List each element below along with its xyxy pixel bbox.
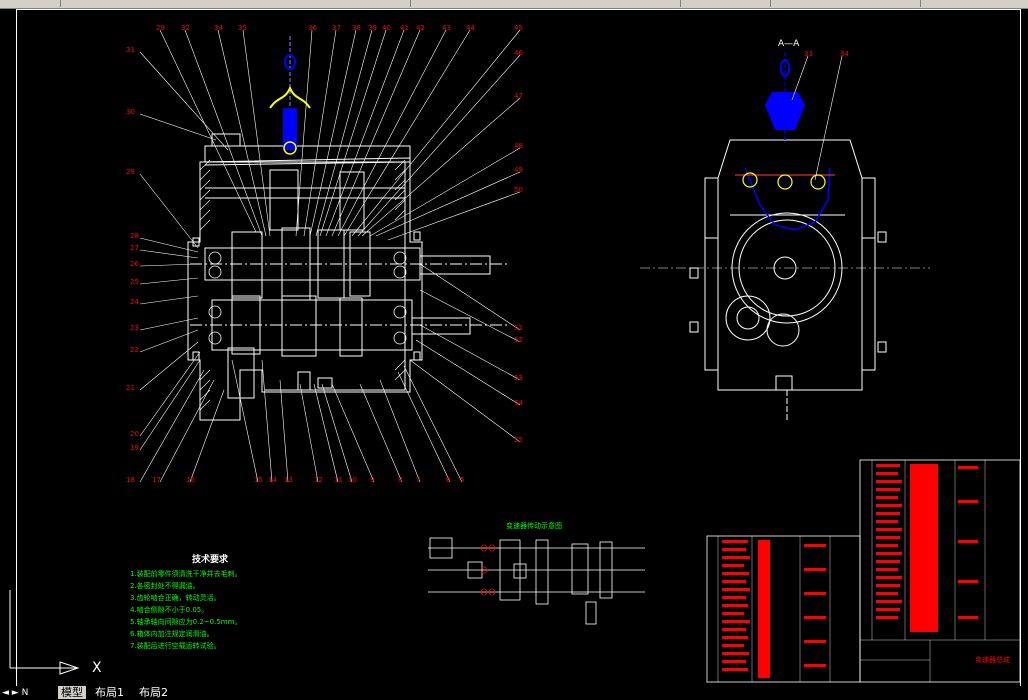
svg-text:43: 43 (442, 24, 451, 32)
tab-nav-arrows[interactable]: ◄ ► N (2, 688, 29, 698)
toolbar-strip[interactable] (0, 0, 1028, 9)
svg-text:47: 47 (514, 92, 523, 100)
part-number: 33 (804, 50, 813, 58)
toolbar-segment[interactable] (0, 0, 61, 7)
svg-text:54: 54 (514, 399, 523, 407)
svg-text:45: 45 (514, 24, 523, 32)
svg-text:50: 50 (514, 186, 523, 194)
svg-text:24: 24 (130, 298, 139, 306)
svg-text:22: 22 (130, 346, 139, 354)
svg-text:32: 32 (181, 24, 190, 32)
part-numbers: 29 32 34 35 36 37 38 39 40 41 42 43 44 45 46 47 48 4… (126, 24, 523, 484)
svg-text:53: 53 (514, 374, 523, 382)
svg-text:41: 41 (400, 24, 409, 32)
svg-text:39: 39 (368, 24, 377, 32)
svg-text:44: 44 (466, 24, 475, 32)
tech-line: 6.箱体内加注规定润滑油。 (130, 629, 214, 638)
svg-text:30: 30 (126, 108, 135, 116)
leader-lines (139, 29, 521, 483)
svg-text:28: 28 (130, 232, 139, 240)
svg-text:14: 14 (268, 476, 277, 484)
transmission-schematic[interactable]: 变速器传动示意图 (428, 521, 645, 625)
toolbar-segment[interactable] (690, 0, 771, 7)
tab-layout2[interactable]: 布局2 (139, 686, 168, 699)
tech-line: 3.齿轮啮合正确，转动灵活。 (130, 593, 221, 602)
svg-text:16: 16 (186, 476, 195, 484)
parts-list-table[interactable]: 变速器总成 (706, 459, 1021, 683)
svg-text:23: 23 (130, 324, 139, 332)
svg-text:29: 29 (156, 24, 165, 32)
svg-text:7: 7 (416, 476, 420, 484)
shift-mechanism: 33 34 (735, 50, 849, 231)
svg-text:15: 15 (254, 476, 263, 484)
svg-text:35: 35 (238, 24, 247, 32)
svg-text:26: 26 (130, 260, 139, 268)
svg-text:20: 20 (130, 430, 139, 438)
tab-layout1[interactable]: 布局1 (95, 686, 124, 699)
svg-text:34: 34 (214, 24, 223, 32)
svg-text:49: 49 (514, 166, 523, 174)
svg-text:19: 19 (130, 444, 139, 452)
technical-requirements[interactable]: 技术要求 1.装配前零件须清洗干净并去毛刺。 2.各密封处不得漏油。 3.齿轮啮… (130, 553, 242, 650)
toolbar-segment[interactable] (860, 0, 921, 7)
tab-model[interactable]: 模型 (58, 686, 86, 699)
svg-text:11: 11 (334, 476, 343, 484)
svg-text:38: 38 (352, 24, 361, 32)
tech-line: 5.轴承轴向间隙应为0.2~0.5mm。 (130, 617, 241, 626)
svg-text:10: 10 (348, 476, 357, 484)
svg-text:52: 52 (514, 336, 523, 344)
svg-text:51: 51 (514, 324, 523, 332)
svg-text:5: 5 (460, 476, 464, 484)
gear-lever[interactable] (269, 36, 311, 155)
svg-text:12: 12 (314, 476, 323, 484)
title-block-name: 变速器总成 (975, 655, 1010, 664)
svg-text:27: 27 (130, 244, 139, 252)
section-label: A—A (778, 39, 800, 49)
svg-text:6: 6 (446, 476, 451, 484)
svg-text:13: 13 (284, 476, 293, 484)
svg-text:48: 48 (514, 142, 523, 150)
svg-text:21: 21 (126, 384, 135, 392)
svg-text:31: 31 (126, 46, 135, 54)
svg-text:42: 42 (416, 24, 425, 32)
ucs-icon (9, 590, 80, 675)
svg-text:18: 18 (126, 476, 135, 484)
tech-line: 1.装配前零件须清洗干净并去毛刺。 (130, 569, 242, 578)
svg-text:55: 55 (514, 436, 523, 444)
toolbar-segment[interactable] (560, 0, 681, 7)
svg-text:46: 46 (514, 49, 523, 57)
part-number: 34 (840, 50, 849, 58)
svg-text:17: 17 (152, 476, 161, 484)
tech-title: 技术要求 (192, 553, 229, 565)
svg-text:29: 29 (126, 168, 135, 176)
tech-line: 7.装配后进行空载运转试验。 (130, 641, 221, 650)
main-section-view[interactable] (187, 133, 510, 421)
layout-tabs-bar: ◄ ► N 模型 布局1 布局2 (0, 686, 1028, 699)
svg-text:36: 36 (308, 24, 317, 32)
tech-line: 2.各密封处不得漏油。 (130, 581, 200, 590)
side-section-view[interactable]: A—A (640, 39, 930, 420)
svg-text:8: 8 (398, 476, 402, 484)
tech-line: 4.啮合侧隙不小于0.05。 (130, 605, 208, 614)
svg-text:37: 37 (332, 24, 341, 32)
svg-text:9: 9 (370, 476, 374, 484)
cad-drawing-canvas[interactable]: 29 32 34 35 36 37 38 39 40 41 42 43 44 45 46 47 48 4… (0, 8, 1028, 686)
toolbar-segment[interactable] (330, 0, 411, 7)
schematic-title: 变速器传动示意图 (506, 521, 562, 530)
svg-text:40: 40 (382, 24, 391, 32)
ucs-x-label: X (92, 660, 102, 676)
svg-text:25: 25 (130, 278, 139, 286)
